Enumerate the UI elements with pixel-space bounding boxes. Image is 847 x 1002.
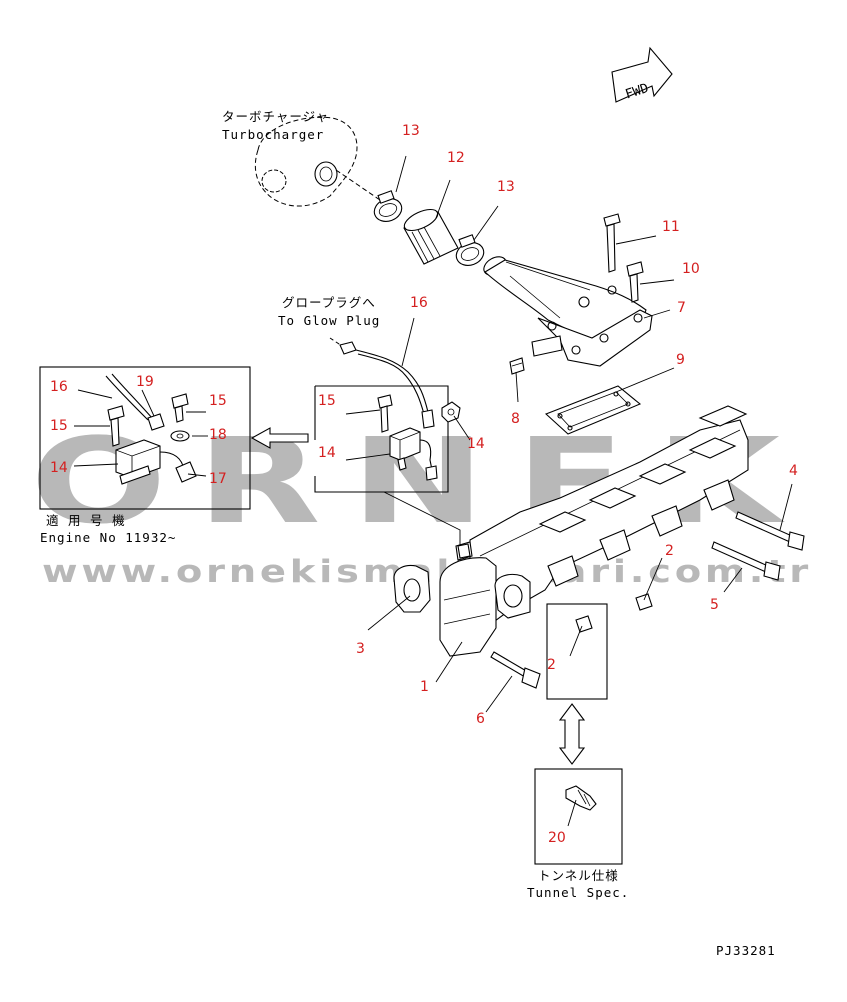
turbo-label-en: Turbocharger: [222, 127, 324, 142]
part-number-14a: 14: [50, 460, 68, 476]
part-numbers: 13 12 13 11 10 7 16 9 8 14 15 14 16 19 1…: [50, 123, 798, 846]
hose-12: [403, 208, 459, 265]
fwd-arrow: FWD: [611, 46, 673, 103]
hose-clamp-13a: [373, 190, 403, 222]
stud-2: [635, 593, 653, 611]
part-number-5: 5: [710, 597, 719, 613]
part-number-17: 17: [209, 471, 227, 487]
part-number-2a: 2: [665, 543, 674, 559]
part-number-16b: 16: [410, 295, 428, 311]
part-number-2b: 2: [547, 657, 556, 673]
manifold-flanges: [547, 479, 735, 587]
nut-14: [441, 401, 461, 423]
part-number-11: 11: [662, 219, 680, 235]
tunnel-label-jp: トンネル仕様: [538, 868, 619, 883]
gasket-3: [393, 564, 431, 613]
part-number-15b: 15: [318, 393, 336, 409]
engine-label-jp: 適 用 号 機: [46, 513, 126, 528]
part-number-7: 7: [677, 300, 686, 316]
engine-label-en: Engine No 11932~: [40, 530, 176, 545]
manifold-ports: [538, 405, 748, 533]
part-number-13a: 13: [402, 123, 420, 139]
part-number-15a: 15: [50, 418, 68, 434]
bolt-5: [711, 541, 781, 581]
inset-stud-2: [546, 603, 608, 700]
bolt-11: [603, 213, 621, 273]
connector-terminal: [457, 543, 471, 559]
part-number-6: 6: [476, 711, 485, 727]
bolt-10: [626, 261, 644, 303]
drawing-code: PJ33281: [716, 943, 776, 958]
inset-engine-variant: 適 用 号 機 Engine No 11932~: [39, 366, 251, 545]
part-number-15c: 15: [209, 393, 227, 409]
inset-tunnel-spec: トンネル仕様 Tunnel Spec.: [527, 768, 629, 900]
part-number-14c: 14: [467, 436, 485, 452]
double-arrow: [558, 703, 586, 765]
connector-line: [383, 491, 461, 548]
tunnel-label-en: Tunnel Spec.: [527, 885, 629, 900]
glow-label-jp: グロープラグへ: [282, 295, 376, 310]
elbow-connector-7: [483, 256, 653, 367]
part-number-20: 20: [548, 830, 566, 846]
part-number-14b: 14: [318, 445, 336, 461]
part-number-10: 10: [682, 261, 700, 277]
part-number-4: 4: [789, 463, 798, 479]
part-number-9: 9: [676, 352, 685, 368]
part-number-16a: 16: [50, 379, 68, 395]
bolt-6: [490, 651, 541, 689]
part-number-19: 19: [136, 374, 154, 390]
part-number-13b: 13: [497, 179, 515, 195]
turbo-label-jp: ターボチャージャ: [222, 109, 329, 124]
hollow-left-arrow: [250, 427, 309, 449]
inset-glow-relay: [314, 385, 449, 493]
bolt-4: [735, 511, 805, 551]
hose-clamp-13b: [455, 234, 485, 266]
part-number-3: 3: [356, 641, 365, 657]
part-number-12: 12: [447, 150, 465, 166]
glow-pipe-16: グロープラグへ To Glow Plug: [278, 295, 435, 429]
plug-8: [509, 357, 525, 375]
fwd-label: FWD: [624, 81, 651, 103]
part-number-1: 1: [420, 679, 429, 695]
part-number-18: 18: [209, 427, 227, 443]
turbocharger-outline: ターボチャージャ Turbocharger: [222, 109, 381, 207]
exhaust-manifold-1: [439, 405, 749, 657]
part-number-8: 8: [511, 411, 520, 427]
leader-lines: [73, 155, 793, 827]
gasket-9: [544, 385, 642, 435]
glow-label-en: To Glow Plug: [278, 313, 380, 328]
